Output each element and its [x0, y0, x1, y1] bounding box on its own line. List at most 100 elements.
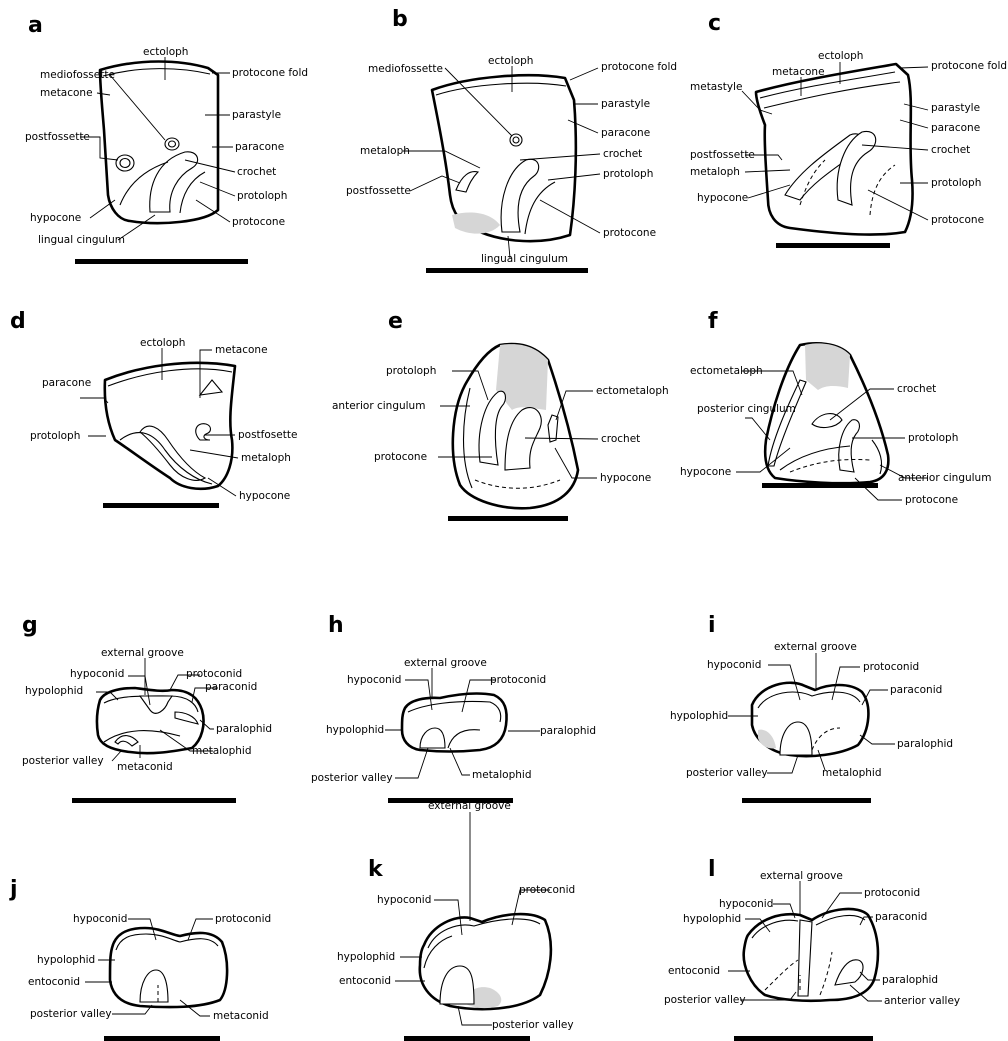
- label-metalophid-h: metalophid: [472, 769, 531, 781]
- label-protocone-e: protocone: [374, 451, 427, 463]
- label-parastyle-a: parastyle: [232, 109, 281, 121]
- label-hypoconid-k: hypoconid: [377, 894, 431, 906]
- label-posterior-valley-h: posterior valley: [311, 772, 393, 784]
- label-paralophid-h: paralophid: [540, 725, 596, 737]
- panel-i: i external groove hypoconid protoconid p…: [670, 613, 953, 803]
- label-hypolophid-k: hypolophid: [337, 951, 395, 963]
- label-protoloph-f: protoloph: [908, 432, 958, 444]
- scale-bar-a: [75, 259, 248, 264]
- label-paracone-a: paracone: [235, 141, 284, 153]
- panel-l: l external groove hypoconid protoconid h…: [664, 857, 960, 1041]
- panel-letter-f: f: [708, 309, 718, 334]
- label-posterior-valley-l: posterior valley: [664, 994, 746, 1006]
- label-ectoloph-d: ectoloph: [140, 337, 185, 349]
- label-protocone-fold-a: protocone fold: [232, 67, 308, 79]
- label-protocone-a: protocone: [232, 216, 285, 228]
- label-hypocone-e: hypocone: [600, 472, 651, 484]
- label-protoconid-k: protoconid: [519, 884, 575, 896]
- label-crochet-c: crochet: [931, 144, 970, 156]
- panel-d: d ectoloph metacone paracone postfosette…: [10, 309, 297, 508]
- panel-letter-i: i: [708, 613, 716, 638]
- tooth-outline-d: [105, 363, 235, 489]
- label-protoloph-d: protoloph: [30, 430, 80, 442]
- label-crochet-f: crochet: [897, 383, 936, 395]
- label-hypoconid-h: hypoconid: [347, 674, 401, 686]
- label-protoloph-a: protoloph: [237, 190, 287, 202]
- postfossette-inner-a: [120, 159, 130, 168]
- label-metacone-d: metacone: [215, 344, 268, 356]
- label-posterior-valley-j: posterior valley: [30, 1008, 112, 1020]
- label-posterior-valley-g: posterior valley: [22, 755, 104, 767]
- label-anterior-cingulum-f: anterior cingulum: [898, 472, 991, 484]
- label-protoconid-i: protoconid: [863, 661, 919, 673]
- label-crochet-a: crochet: [237, 166, 276, 178]
- label-paralophid-l: paralophid: [882, 974, 938, 986]
- mediofossette-inner-b: [513, 137, 519, 143]
- label-ectoloph-a: ectoloph: [143, 46, 188, 58]
- label-external-groove-i: external groove: [774, 641, 857, 653]
- label-ectometaloph-e: ectometaloph: [596, 385, 669, 397]
- label-metacone-c: metacone: [772, 66, 825, 78]
- label-crochet-b: crochet: [603, 148, 642, 160]
- label-protoconid-h: protoconid: [490, 674, 546, 686]
- scale-bar-f: [762, 483, 878, 488]
- label-mediofossette-b: mediofossette: [368, 63, 443, 75]
- panel-letter-c: c: [708, 11, 721, 36]
- label-paraconid-l: paraconid: [875, 911, 927, 923]
- scale-bar-e: [448, 516, 568, 521]
- panel-letter-e: e: [388, 309, 403, 334]
- label-anterior-cingulum-e: anterior cingulum: [332, 400, 425, 412]
- panel-letter-j: j: [9, 877, 18, 902]
- label-paralophid-i: paralophid: [897, 738, 953, 750]
- panel-b: b ectoloph mediofossette protocone fold …: [346, 7, 677, 273]
- label-ectoloph-c: ectoloph: [818, 50, 863, 62]
- label-hypoconid-g: hypoconid: [70, 668, 124, 680]
- panel-k: k external groove hypoconid protoconid h…: [337, 800, 575, 1041]
- label-metalophid-g: metalophid: [192, 745, 251, 757]
- panel-e: e protoloph ectometaloph anterior cingul…: [332, 309, 669, 521]
- label-external-groove-g: external groove: [101, 647, 184, 659]
- label-metaconid-g: metaconid: [117, 761, 173, 773]
- label-metaloph-d: metaloph: [241, 452, 291, 464]
- panel-g: g external groove hypoconid protoconid h…: [22, 613, 272, 803]
- label-parastyle-b: parastyle: [601, 98, 650, 110]
- scale-bar-b: [426, 268, 588, 273]
- label-protoconid-g: protoconid: [186, 668, 242, 680]
- scale-bar-l: [734, 1036, 873, 1041]
- label-protoconid-j: protoconid: [215, 913, 271, 925]
- scale-bar-j: [104, 1036, 220, 1041]
- label-metaloph-b: metaloph: [360, 145, 410, 157]
- label-postfossette-a: postfossette: [25, 131, 90, 143]
- label-protoconid-l: protoconid: [864, 887, 920, 899]
- scale-bar-i: [742, 798, 871, 803]
- label-lingual-cingulum-b: lingual cingulum: [481, 253, 568, 265]
- label-lingual-cingulum-a: lingual cingulum: [38, 234, 125, 246]
- label-paralophid-g: paralophid: [216, 723, 272, 735]
- panel-letter-h: h: [328, 613, 344, 638]
- panel-letter-k: k: [368, 857, 384, 882]
- label-paraconid-i: paraconid: [890, 684, 942, 696]
- label-hypocone-c: hypocone: [697, 192, 748, 204]
- label-hypolophid-i: hypolophid: [670, 710, 728, 722]
- label-hypolophid-h: hypolophid: [326, 724, 384, 736]
- label-parastyle-c: parastyle: [931, 102, 980, 114]
- label-protocone-fold-b: protocone fold: [601, 61, 677, 73]
- scale-bar-k: [404, 1036, 530, 1041]
- label-metaconid-j: metaconid: [213, 1010, 269, 1022]
- label-protoloph-e: protoloph: [386, 365, 436, 377]
- label-external-groove-l: external groove: [760, 870, 843, 882]
- label-external-groove-h: external groove: [404, 657, 487, 669]
- label-protocone-fold-c: protocone fold: [931, 60, 1007, 72]
- scale-bar-c: [776, 243, 890, 248]
- label-hypoconid-i: hypoconid: [707, 659, 761, 671]
- label-postfossette-b: postfossette: [346, 185, 411, 197]
- label-protoloph-b: protoloph: [603, 168, 653, 180]
- wear-area-f: [805, 343, 850, 390]
- panel-letter-b: b: [392, 7, 408, 32]
- panel-j: j hypoconid protoconid hypolophid entoco…: [9, 877, 271, 1041]
- label-protoloph-c: protoloph: [931, 177, 981, 189]
- label-entoconid-l: entoconid: [668, 965, 720, 977]
- label-hypocone-d: hypocone: [239, 490, 290, 502]
- label-posterior-cingulum-f: posterior cingulum: [697, 403, 796, 415]
